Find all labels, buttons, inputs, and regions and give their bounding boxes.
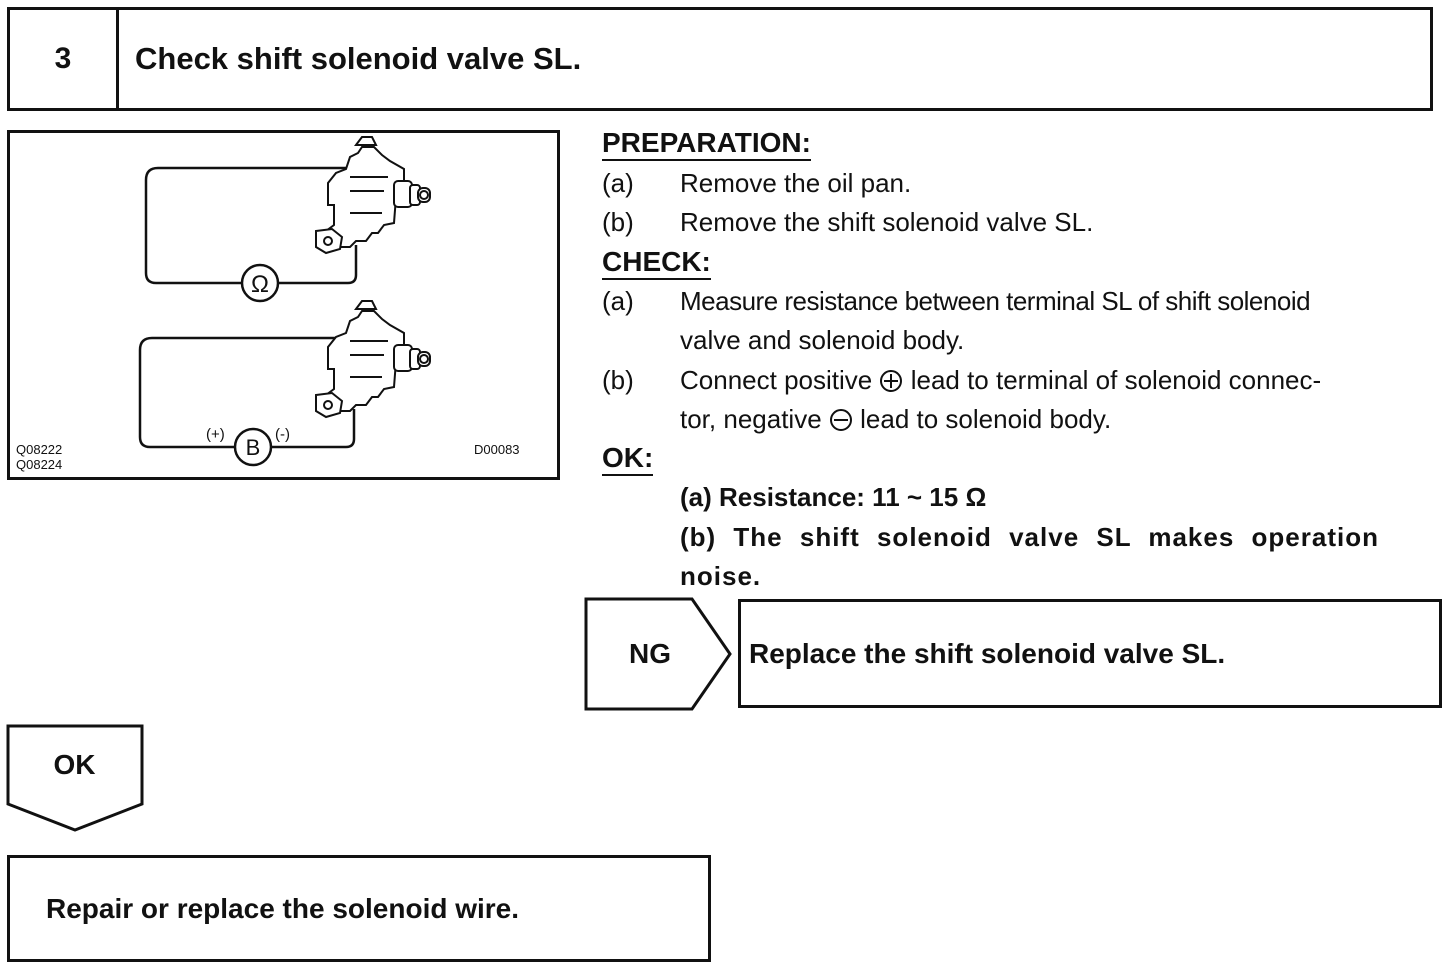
preparation-heading: PREPARATION: (602, 128, 811, 161)
check-heading: CHECK: (602, 247, 711, 280)
battery-lead-negative (271, 409, 356, 449)
battery-label: B (246, 435, 261, 460)
check-text-b-part3: tor, negative (680, 404, 822, 434)
ok-action-box: Repair or replace the solenoid wire. (7, 855, 711, 962)
step-number: 3 (10, 10, 119, 108)
ok-action-text: Repair or replace the solenoid wire. (46, 892, 520, 924)
battery-symbol (233, 427, 273, 467)
check-text-b-part1: Connect positive (680, 365, 873, 395)
prep-label-b: (b) (602, 207, 634, 237)
step-header: 3 Check shift solenoid valve SL. (7, 7, 1433, 111)
check-text-b-line1: Connect positive lead to terminal of sol… (680, 361, 1321, 400)
ohmmeter-lead-left (144, 166, 350, 285)
ok-spec-b-line2: noise. (680, 561, 762, 591)
ohmmeter-lead-right (278, 245, 358, 285)
step-title: Check shift solenoid valve SL. (135, 41, 582, 76)
figure-code: Q08224 (16, 457, 63, 472)
ng-arrow-shape (584, 597, 732, 711)
ok-spec-b-line1: (b) The shift solenoid valve SL makes op… (680, 522, 1379, 552)
wiring-figure: Ω B (+) (-) Q08222 Q08224 D00083 (7, 130, 560, 480)
ok-heading: OK: (602, 443, 654, 476)
negative-label: (-) (275, 426, 290, 443)
figure-code-right: D00083 (474, 442, 520, 457)
negative-terminal-icon (829, 409, 852, 431)
ohmmeter-symbol (240, 263, 280, 303)
battery-lead-positive (138, 336, 350, 449)
ng-action-box: Replace the shift solenoid valve SL. (738, 599, 1442, 708)
solenoid-test-diagram: Ω B (+) (-) (138, 136, 431, 467)
positive-label: (+) (206, 426, 225, 443)
prep-label-a: (a) (602, 168, 634, 198)
prep-text-a: Remove the oil pan. (680, 168, 912, 198)
solenoid-valve-upper (315, 136, 431, 255)
check-label-a: (a) (602, 286, 634, 316)
check-label-b: (b) (602, 365, 634, 395)
check-text-b-part2: lead to terminal of solenoid connec- (910, 365, 1322, 395)
ok-label: OK (53, 749, 96, 780)
check-text-a-line2: valve and solenoid body. (680, 325, 965, 355)
ok-spec-a: (a) Resistance: 11 ~ 15 Ω (680, 482, 987, 512)
figure-code: Q08222 (16, 442, 63, 457)
figure-codes-left: Q08222 Q08224 (16, 442, 62, 472)
ng-action-text: Replace the shift solenoid valve SL. (749, 637, 1226, 669)
positive-terminal-icon (880, 370, 903, 392)
check-text-a-line1: Measure resistance between terminal SL o… (680, 286, 1311, 316)
solenoid-valve-lower (315, 300, 431, 419)
ohm-label: Ω (251, 271, 269, 298)
prep-text-b: Remove the shift solenoid valve SL. (680, 207, 1094, 237)
check-text-b-line2: tor, negative lead to solenoid body. (680, 400, 1111, 439)
check-text-b-part4: lead to solenoid body. (860, 404, 1112, 434)
ng-label: NG (629, 637, 671, 669)
ok-arrow-shape (6, 724, 144, 832)
